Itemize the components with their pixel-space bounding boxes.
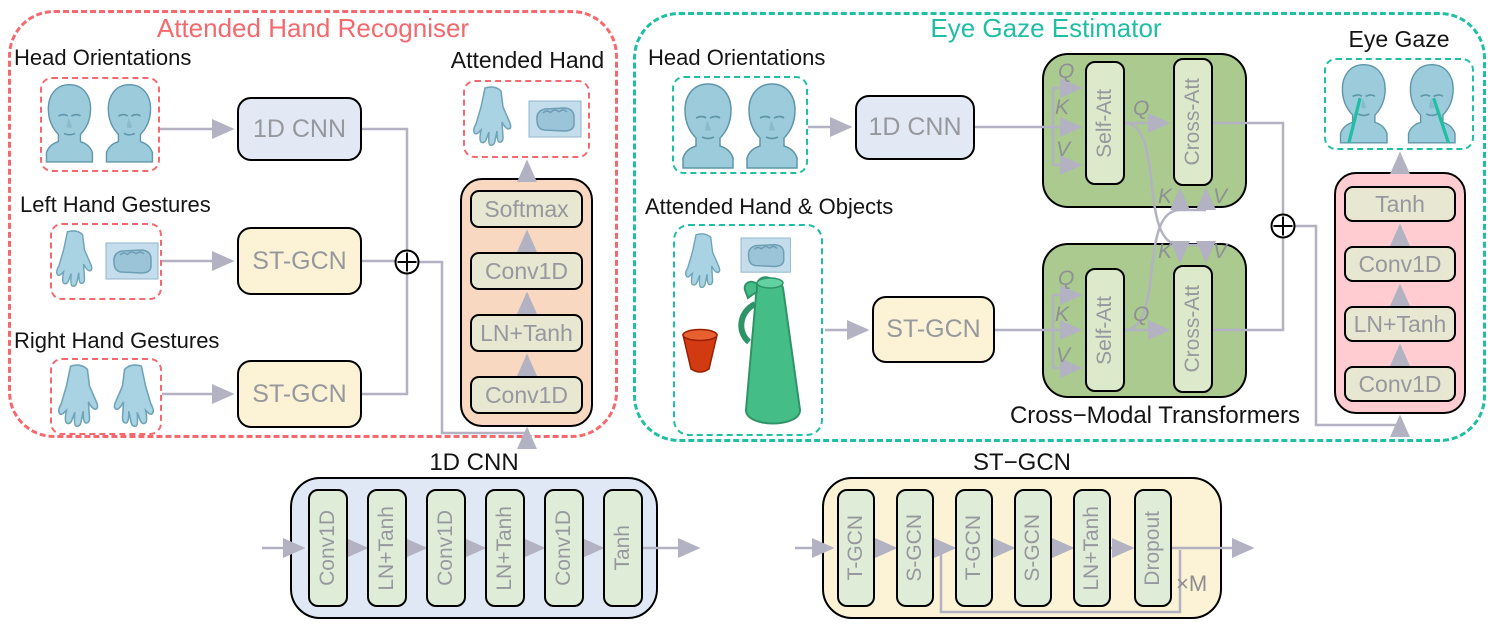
self-att-bottom: Self-Att <box>1085 268 1125 392</box>
self-att-top: Self-Att <box>1085 61 1125 185</box>
eye-gaze-label: Eye Gaze <box>1348 26 1450 52</box>
estimator-stack-lntanh: LN+Tanh <box>1344 306 1456 342</box>
recogniser-container <box>8 10 618 438</box>
heads-illustration <box>45 83 154 163</box>
hand-objects-illustration <box>682 233 802 425</box>
k-label-bottom: K <box>1055 303 1070 326</box>
v-label-bottom: V <box>1056 344 1071 367</box>
cross-att-bottom: Cross-Att <box>1173 265 1213 393</box>
recogniser-title: Attended Hand Recogniser <box>156 13 470 43</box>
v-label-top-cross: V <box>1213 185 1228 208</box>
estimator-stack-conv1d-lower: Conv1D <box>1344 366 1456 402</box>
right-hand-gestures-image <box>50 358 162 435</box>
recogniser-stack-conv1d-lower: Conv1D <box>470 376 583 414</box>
estimator-title: Eye Gaze Estimator <box>930 13 1162 43</box>
attended-hand-label: Attended Hand <box>450 47 605 73</box>
recogniser-stack-lntanh: LN+Tanh <box>470 314 583 352</box>
eye-gaze-illustration <box>1339 64 1456 144</box>
cross-modal-transformers-label: Cross−Modal Transformers <box>1009 402 1301 429</box>
eye-gaze-image <box>1324 58 1474 150</box>
attended-hand-objects-label: Attended Hand & Objects <box>645 194 894 219</box>
cnn-detail-title: 1D CNN <box>429 449 519 476</box>
estimator-stack-conv1d-upper: Conv1D <box>1344 246 1456 282</box>
head-orientations-label-2: Head Orientations <box>648 45 826 70</box>
cnn-layer-2: LN+Tanh <box>367 489 407 607</box>
cross-att-top: Cross-Att <box>1173 58 1213 186</box>
attended-hand-objects-image <box>673 224 823 436</box>
estimator-cnn-block: 1D CNN <box>855 95 975 160</box>
stgcn-layer-2: S-GCN <box>896 489 934 607</box>
right-hands-illustration <box>58 364 154 427</box>
q-label-top-mid: Q <box>1133 97 1150 120</box>
cnn-layer-5: Conv1D <box>544 489 584 607</box>
v-label-bottom-cross: V <box>1213 240 1228 263</box>
stgcn-layer-1: T-GCN <box>837 489 875 607</box>
jug-illustration <box>738 276 802 425</box>
q-label-top: Q <box>1058 60 1075 83</box>
estimator-stack-tanh: Tanh <box>1344 186 1456 222</box>
attended-hand-illustration <box>473 86 582 146</box>
head-orientations-label: Head Orientations <box>14 45 192 70</box>
head-orientations-image-2 <box>672 76 808 174</box>
gaze-ray <box>1432 97 1451 144</box>
cnn-layer-6: Tanh <box>603 489 643 607</box>
recogniser-cnn-block: 1D CNN <box>237 97 362 161</box>
stgcn-layer-6: Dropout <box>1134 489 1172 607</box>
stgcn-layer-4: S-GCN <box>1014 489 1052 607</box>
stgcn-detail-title: ST−GCN <box>972 449 1071 476</box>
left-hands-illustration <box>56 230 159 287</box>
recogniser-stack-softmax: Softmax <box>470 190 583 228</box>
attended-hand-image <box>463 80 590 158</box>
repeat-times-label: ×M <box>1176 571 1208 596</box>
cnn-layer-1: Conv1D <box>308 489 348 607</box>
k-label-bottom-cross: K <box>1158 240 1173 263</box>
stgcn-layer-3: T-GCN <box>955 489 993 607</box>
right-hand-gestures-label: Right Hand Gestures <box>14 328 220 353</box>
head-orientations-image <box>40 77 160 172</box>
cnn-layer-4: LN+Tanh <box>485 489 525 607</box>
gaze-ray <box>1347 97 1362 144</box>
estimator-container <box>633 12 1486 442</box>
k-label-top: K <box>1055 96 1070 119</box>
v-label-top: V <box>1056 138 1071 161</box>
estimator-stgcn-block: ST-GCN <box>872 296 995 363</box>
recogniser-stack-conv1d-upper: Conv1D <box>470 252 583 290</box>
recogniser-stgcn-left-block: ST-GCN <box>237 227 362 295</box>
q-label-bottom-mid: Q <box>1133 303 1150 326</box>
cnn-layer-3: Conv1D <box>426 489 466 607</box>
q-label-bottom: Q <box>1058 267 1075 290</box>
k-label-top-cross: K <box>1158 185 1173 208</box>
recogniser-stgcn-right-block: ST-GCN <box>237 360 362 428</box>
heads-illustration-2 <box>682 83 798 169</box>
left-hand-gestures-image <box>50 223 162 300</box>
cup-illustration <box>682 328 718 373</box>
stgcn-layer-5: LN+Tanh <box>1073 489 1111 607</box>
left-hand-gestures-label: Left Hand Gestures <box>20 192 211 217</box>
